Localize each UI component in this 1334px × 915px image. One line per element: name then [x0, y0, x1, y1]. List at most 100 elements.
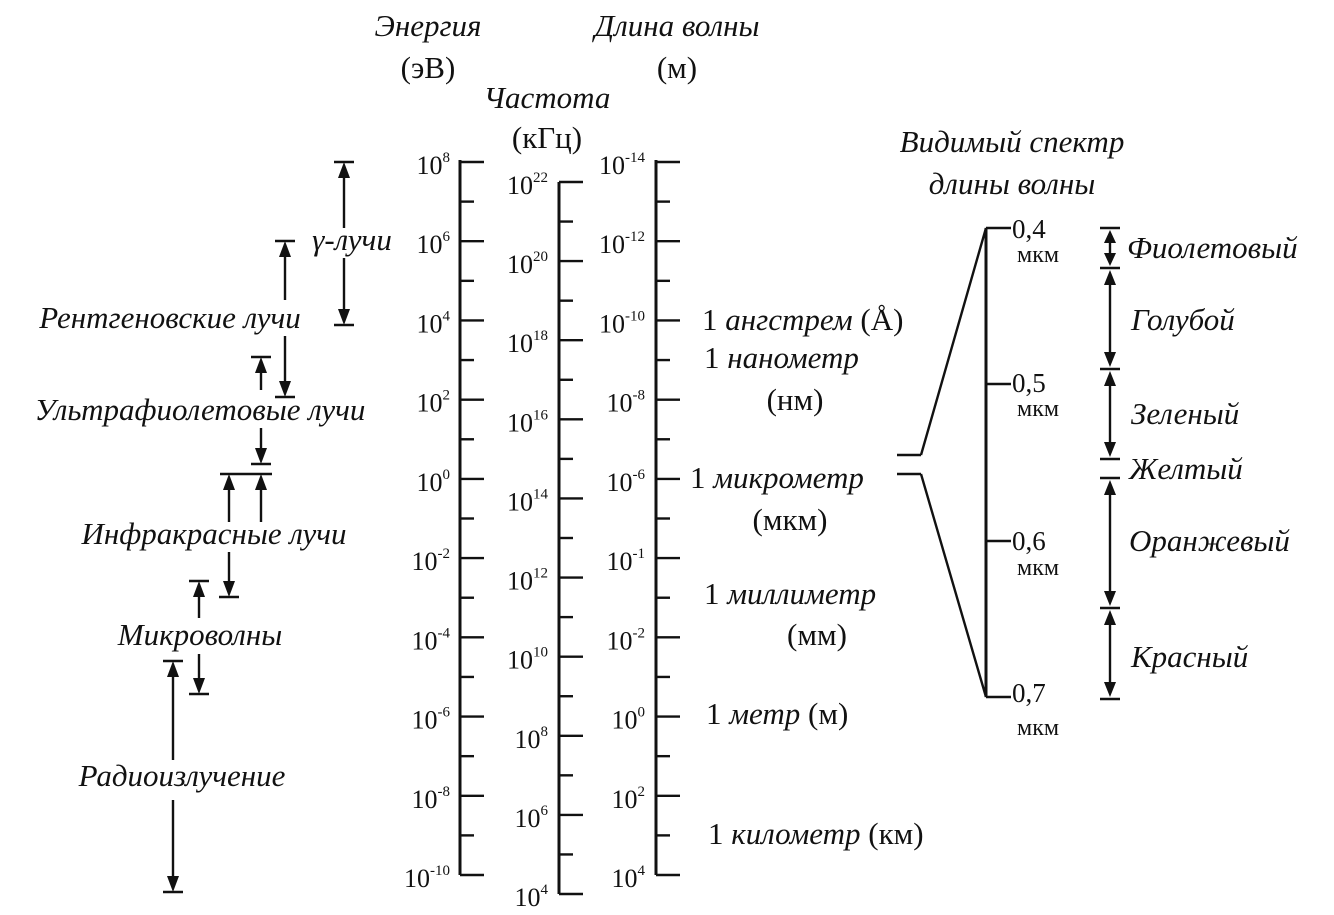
- frequency-title: Частота: [484, 80, 611, 115]
- axis-tick-label: 108: [515, 724, 549, 754]
- tick-base: 10: [412, 706, 438, 735]
- visible-title-line1: Видимый спектр: [900, 124, 1125, 159]
- unit-nanometer: 1 нанометр: [704, 340, 859, 375]
- axis-tick-label: 108: [417, 150, 451, 180]
- axis-tick-label: 10-10: [404, 863, 450, 893]
- tick-base: 10: [507, 171, 533, 200]
- axis-tick-label: 10-8: [412, 784, 451, 814]
- visible-value-07: 0,7: [1012, 678, 1046, 708]
- tick-exponent: 0: [443, 467, 451, 483]
- band-infrared-arrow: [219, 472, 272, 599]
- tick-base: 10: [515, 883, 541, 912]
- visible-wavelength-scale: 0,4 мкм 0,5 мкм 0,6 мкм 0,7 мкм: [984, 214, 1059, 741]
- tick-exponent: 6: [541, 803, 549, 819]
- wavelength-axis-ticks: [656, 160, 680, 877]
- tick-base: 10: [507, 567, 533, 596]
- axis-tick-label: 1014: [507, 486, 549, 516]
- tick-base: 10: [612, 785, 638, 814]
- unit-meter: 1 метр (м): [706, 696, 848, 731]
- axis-tick-label: 10-14: [599, 150, 645, 180]
- tick-exponent: 16: [533, 407, 549, 423]
- tick-base: 10: [507, 329, 533, 358]
- axis-tick-label: 10-8: [607, 388, 646, 418]
- frequency-unit: (кГц): [512, 120, 582, 155]
- tick-exponent: 4: [541, 882, 549, 898]
- unit-angstrom: 1 ангстрем (Å): [702, 302, 903, 337]
- tick-base: 10: [412, 626, 438, 655]
- axis-tick-label: 10-6: [412, 705, 451, 735]
- tick-base: 10: [417, 230, 443, 259]
- tick-exponent: -2: [633, 625, 646, 641]
- tick-base: 10: [412, 785, 438, 814]
- tick-base: 10: [404, 864, 430, 893]
- visible-unit-07: мкм: [1017, 715, 1059, 741]
- axis-tick-label: 10-10: [599, 308, 645, 338]
- color-red-label: Красный: [1130, 639, 1249, 674]
- tick-base: 10: [507, 408, 533, 437]
- axis-tick-label: 1020: [507, 249, 548, 279]
- tick-exponent: 18: [533, 328, 548, 344]
- tick-exponent: 10: [533, 645, 548, 661]
- tick-exponent: 8: [443, 150, 451, 166]
- unit-kilometer: 1 километр (км): [708, 816, 924, 851]
- tick-exponent: -10: [430, 863, 450, 879]
- tick-base: 10: [412, 547, 438, 576]
- tick-base: 10: [515, 725, 541, 754]
- axis-tick-label: 104: [515, 882, 549, 912]
- tick-base: 10: [607, 468, 633, 497]
- axis-tick-label: 100: [417, 467, 451, 497]
- axis-tick-label: 102: [417, 388, 451, 418]
- tick-base: 10: [599, 151, 625, 180]
- color-violet-label: Фиолетовый: [1127, 230, 1298, 265]
- tick-base: 10: [612, 864, 638, 893]
- tick-exponent: 2: [638, 784, 646, 800]
- visible-zoom-lines: [897, 227, 988, 698]
- tick-exponent: 0: [638, 705, 646, 721]
- tick-base: 10: [599, 230, 625, 259]
- band-microwave-label: Микроволны: [117, 617, 283, 652]
- frequency-header: Частота (кГц): [484, 80, 611, 155]
- axis-tick-label: 1010: [507, 645, 548, 675]
- band-uv-arrow: [251, 355, 271, 466]
- tick-base: 10: [417, 309, 443, 338]
- tick-exponent: -8: [438, 784, 451, 800]
- tick-exponent: 4: [443, 308, 451, 324]
- tick-exponent: -1: [633, 546, 646, 562]
- visible-value-06: 0,6: [1012, 526, 1046, 556]
- axis-tick-label: 1012: [507, 566, 548, 596]
- radiation-band-labels: γ-лучи Рентгеновские лучи Ультрафиолетов…: [35, 222, 392, 793]
- axis-tick-label: 1018: [507, 328, 548, 358]
- axis-tick-label: 1022: [507, 170, 548, 200]
- axis-tick-label: 10-1: [607, 546, 646, 576]
- wavelength-header: Длина волны (м): [591, 8, 759, 85]
- tick-exponent: 14: [533, 486, 549, 502]
- axis-tick-label: 104: [417, 308, 451, 338]
- band-xray-arrow: [275, 239, 295, 399]
- color-yellow-label: Желтый: [1128, 451, 1243, 486]
- tick-base: 10: [417, 389, 443, 418]
- tick-exponent: -4: [438, 625, 451, 641]
- tick-exponent: 22: [533, 170, 548, 186]
- tick-base: 10: [599, 309, 625, 338]
- unit-micrometer-abbr: (мкм): [753, 502, 828, 537]
- tick-exponent: -12: [625, 229, 645, 245]
- unit-micrometer: 1 микрометр: [690, 460, 864, 495]
- tick-base: 10: [607, 626, 633, 655]
- visible-unit-05: мкм: [1017, 396, 1059, 422]
- color-orange-label: Оранжевый: [1129, 523, 1290, 558]
- axis-tick-label: 10-6: [607, 467, 646, 497]
- tick-base: 10: [607, 547, 633, 576]
- axis-tick-label: 106: [417, 229, 451, 259]
- tick-base: 10: [607, 389, 633, 418]
- tick-exponent: 20: [533, 249, 548, 265]
- wavelength-title: Длина волны: [591, 8, 759, 43]
- visible-unit-04: мкм: [1017, 242, 1059, 268]
- tick-exponent: -2: [438, 546, 451, 562]
- axis-tick-label: 106: [515, 803, 549, 833]
- tick-exponent: 6: [443, 229, 451, 245]
- tick-base: 10: [417, 151, 443, 180]
